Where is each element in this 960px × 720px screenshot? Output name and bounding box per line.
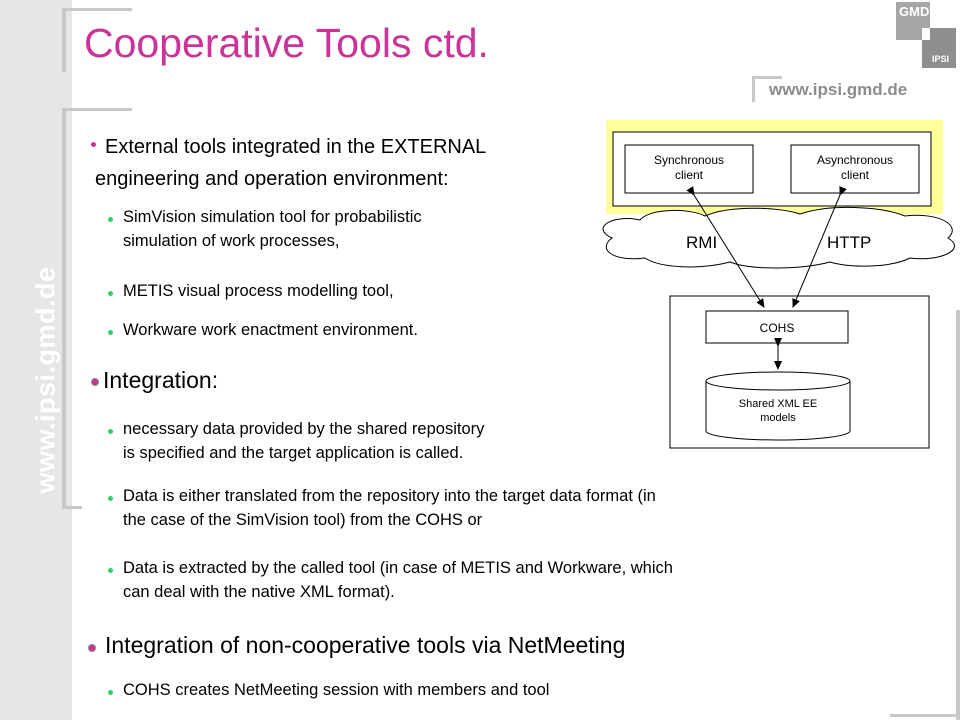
- logo-text-top: GMD: [899, 4, 930, 19]
- sub-5-line-2: the case of the SimVision tool) from the…: [123, 511, 483, 529]
- header-url: www.ipsi.gmd.de: [769, 80, 908, 99]
- bullet-1-line-1: External tools integrated in the EXTERNA…: [105, 136, 487, 158]
- sub-3: Workware work enactment environment.: [123, 321, 418, 339]
- cohs-box: [705, 310, 849, 344]
- sync-label-2: client: [675, 168, 704, 182]
- sub-5-line-1: Data is either translated from the repos…: [123, 487, 656, 505]
- gmd-logo: GMD IPSI: [896, 2, 956, 68]
- async-arrow: [792, 186, 847, 308]
- bullet-sub-5: [108, 496, 113, 501]
- bullet-2: Integration:: [103, 367, 219, 393]
- mid-bracket-vertical: [62, 108, 66, 508]
- left-sidebar: [0, 0, 72, 720]
- sub-6-line-2: can deal with the native XML format).: [123, 583, 395, 601]
- bullet-sub-4: [108, 429, 113, 434]
- bullet-sub-7: [108, 690, 113, 695]
- right-bracket-bottom: [890, 714, 960, 717]
- bullet-1-line-2: engineering and operation environment:: [95, 168, 449, 190]
- mid-bracket-bottom: [62, 506, 82, 509]
- bullet-sub-1: [108, 217, 113, 222]
- url-bracket-horizontal: [752, 76, 782, 79]
- cohs-label: COHS: [760, 321, 795, 335]
- sub-7: COHS creates NetMeeting session with mem…: [123, 681, 550, 699]
- right-bracket-vertical: [956, 310, 960, 720]
- async-label-2: client: [841, 168, 870, 182]
- sub-4-line-1: necessary data provided by the shared re…: [123, 420, 485, 438]
- sub-4-line-2: is specified and the target application …: [123, 444, 464, 462]
- top-bracket-vertical: [62, 8, 66, 72]
- bullet-main-1: [91, 142, 96, 147]
- rmi-label: RMI: [686, 233, 717, 252]
- async-client-box: [790, 144, 920, 194]
- mid-bracket-horizontal: [62, 108, 132, 111]
- sync-arrow: [686, 186, 765, 308]
- async-label-1: Asynchronous: [817, 153, 893, 167]
- url-bracket-vertical: [752, 76, 755, 102]
- db-label-1: Shared XML EE: [739, 398, 817, 410]
- slide-title: Cooperative Tools ctd.: [84, 20, 489, 66]
- bullet-3: Integration of non-cooperative tools via…: [105, 632, 626, 658]
- sub-6-line-1: Data is extracted by the called tool (in…: [123, 559, 673, 577]
- sub-2: METIS visual process modelling tool,: [123, 282, 394, 300]
- bullet-sub-6: [108, 568, 113, 573]
- bullet-sub-2: [108, 291, 113, 296]
- bullet-main-3: [88, 644, 96, 652]
- network-cloud: [602, 206, 955, 269]
- database-top: [705, 371, 851, 391]
- db-label-2: models: [760, 412, 796, 424]
- database-cylinder: [705, 381, 851, 441]
- bullet-main-2: [91, 378, 99, 386]
- logo-text-bottom: IPSI: [932, 54, 950, 64]
- sub-1-line-2: simulation of work processes,: [123, 232, 340, 250]
- http-label: HTTP: [827, 233, 871, 252]
- sync-label-1: Synchronous: [654, 153, 724, 167]
- top-bracket-horizontal: [62, 8, 132, 11]
- bullet-sub-3: [108, 330, 113, 335]
- sub-1-line-1: SimVision simulation tool for probabilis…: [123, 208, 422, 226]
